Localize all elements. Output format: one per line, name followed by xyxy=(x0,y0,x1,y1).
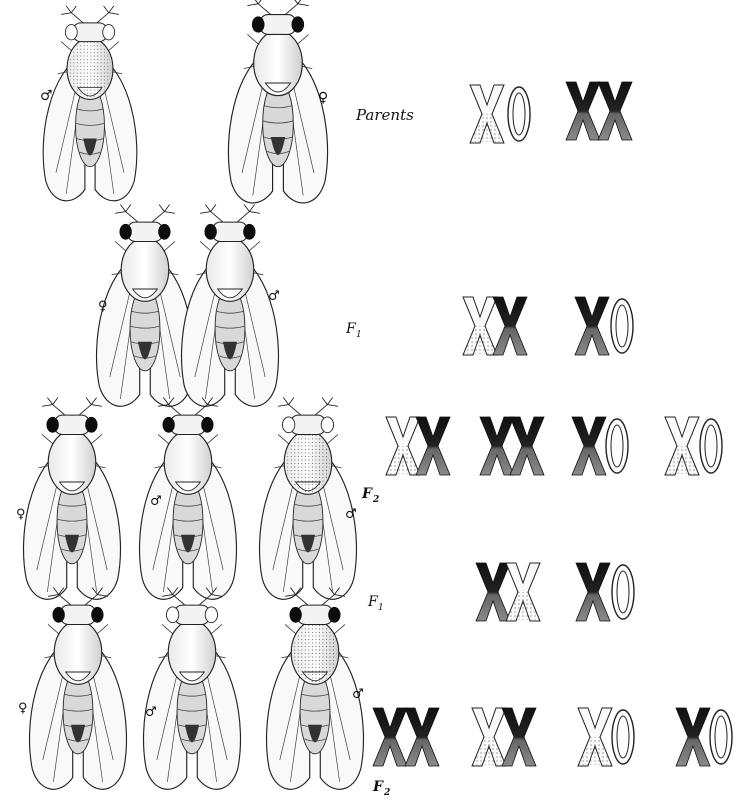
svg-text:F: F xyxy=(361,486,373,502)
label-f1-top: F 1 xyxy=(345,321,362,340)
symbol-f2a-mid: ♂ xyxy=(150,494,162,509)
f2a-male-fly-white xyxy=(260,398,357,600)
f2b-male-fly-dark xyxy=(267,588,364,790)
symbol-f1-right: ♂ xyxy=(268,289,280,304)
label-f1-lower: F 1 xyxy=(367,594,384,613)
chromosome-pair-f1-male xyxy=(575,297,633,355)
chromosome-pair-parents-male xyxy=(470,85,530,143)
svg-text:2: 2 xyxy=(372,495,379,505)
chromosome-pair-f2a-3 xyxy=(572,417,628,475)
svg-text:F: F xyxy=(372,779,384,795)
symbol-f2b-left: ♀ xyxy=(18,701,28,716)
symbol-f2b-mid: ♂ xyxy=(145,705,157,720)
chromosome-pair-f2a-4 xyxy=(665,417,722,475)
chromosome-pair-f1b-female xyxy=(476,563,540,621)
svg-text:1: 1 xyxy=(356,330,362,340)
parent-female-fly xyxy=(228,0,327,203)
f2a-female-fly xyxy=(24,398,121,600)
symbol-f1-left: ♀ xyxy=(98,299,108,314)
chromosome-pair-f2b-1 xyxy=(373,708,439,766)
label-f2-top: F 2 xyxy=(361,486,379,505)
f2b-male-fly-white xyxy=(144,588,241,790)
symbol-f2a-left: ♀ xyxy=(16,507,26,522)
symbol-parent-male: ♂ xyxy=(40,88,53,104)
chromosome-pair-f2a-2 xyxy=(480,417,544,475)
chromosome-pair-f1b-male xyxy=(576,563,634,621)
symbol-parent-female: ♀ xyxy=(318,90,328,106)
f1-female-fly xyxy=(97,205,194,407)
svg-text:1: 1 xyxy=(378,603,384,613)
chromosome-pair-parents-female xyxy=(566,82,632,140)
chromosome-pair-f2b-4 xyxy=(676,708,732,766)
svg-text:2: 2 xyxy=(383,788,390,798)
chromosome-pair-f2b-2 xyxy=(472,708,536,766)
chromosome-pair-f2b-3 xyxy=(578,708,634,766)
f1-male-fly xyxy=(182,205,279,407)
chromosome-pair-f2a-1 xyxy=(386,417,450,475)
parent-male-fly xyxy=(43,6,137,201)
chromosome-pair-f1-female xyxy=(463,297,527,355)
label-parents: Parents xyxy=(355,106,414,124)
symbol-f2a-right: ♂ xyxy=(345,507,357,522)
label-f2-bottom: F 2 xyxy=(372,779,390,798)
symbol-f2b-right: ♂ xyxy=(352,687,364,702)
f2b-female-fly xyxy=(30,588,127,790)
